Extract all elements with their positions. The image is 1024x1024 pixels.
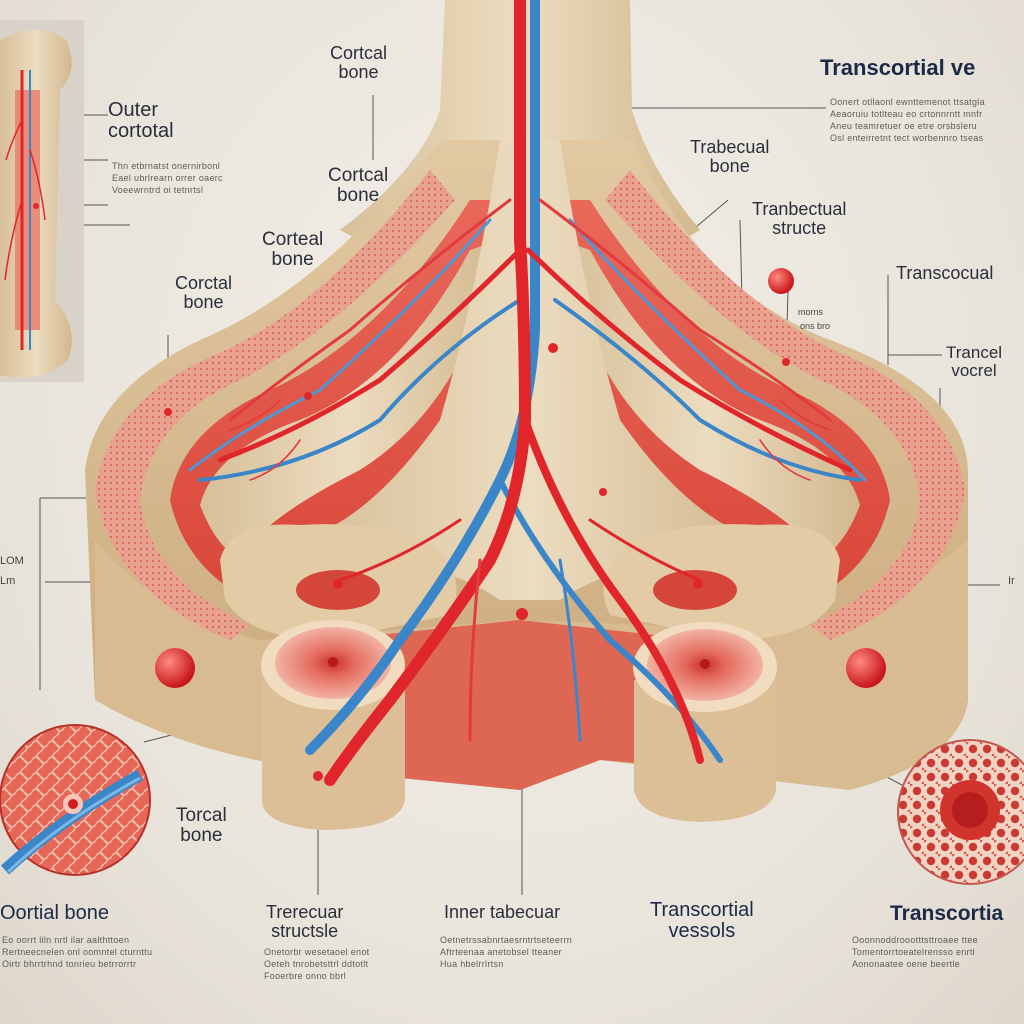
label-transcocual: Transcocual xyxy=(896,263,994,283)
marrow-hole-left xyxy=(296,570,380,610)
label-outer-cortical: Outer cortotal xyxy=(108,99,174,142)
vessels xyxy=(188,0,867,786)
label-oortial-bone: Oortial bone xyxy=(0,902,109,924)
edge-mark-right: Ir xyxy=(1008,575,1015,587)
inset-long-bone xyxy=(0,20,84,382)
red-markers xyxy=(155,268,886,781)
label-transcortial-right: Transcortia xyxy=(890,902,1004,925)
label-trancel-vocrel: Trancel vocrel xyxy=(946,343,1003,380)
inset-circle-right xyxy=(897,739,1024,885)
label-trerecular-structure: Trerecuar structsle xyxy=(266,902,344,941)
label-tranbectual-structure: Tranbectual structe xyxy=(752,199,847,238)
label-torcal-bone: Torcal bone xyxy=(176,805,227,846)
edge-mark-left-b: Lm xyxy=(0,575,16,587)
red-dot-note-a: morns xyxy=(798,307,824,317)
label-cortical-top: Cortcal bone xyxy=(330,43,388,82)
label-inner-tabecuar: Inner tabecuar xyxy=(444,902,561,922)
inset-circle-left xyxy=(0,724,151,876)
label-transcortial-vessels: Transcortial vessols xyxy=(650,899,754,942)
edge-mark-left-a: LOM xyxy=(0,555,24,567)
label-corteal-left: Corteal bone xyxy=(262,229,324,270)
marrow-hole-right xyxy=(653,570,737,610)
label-cortical-left2: Corctal bone xyxy=(175,273,233,312)
label-trabecual-bone: Trabecual bone xyxy=(690,137,770,176)
label-cortical-mid: Cortcal bone xyxy=(328,165,389,206)
title: Transcortial ve xyxy=(820,55,976,80)
red-dot-note-b: ons bro xyxy=(800,321,831,331)
